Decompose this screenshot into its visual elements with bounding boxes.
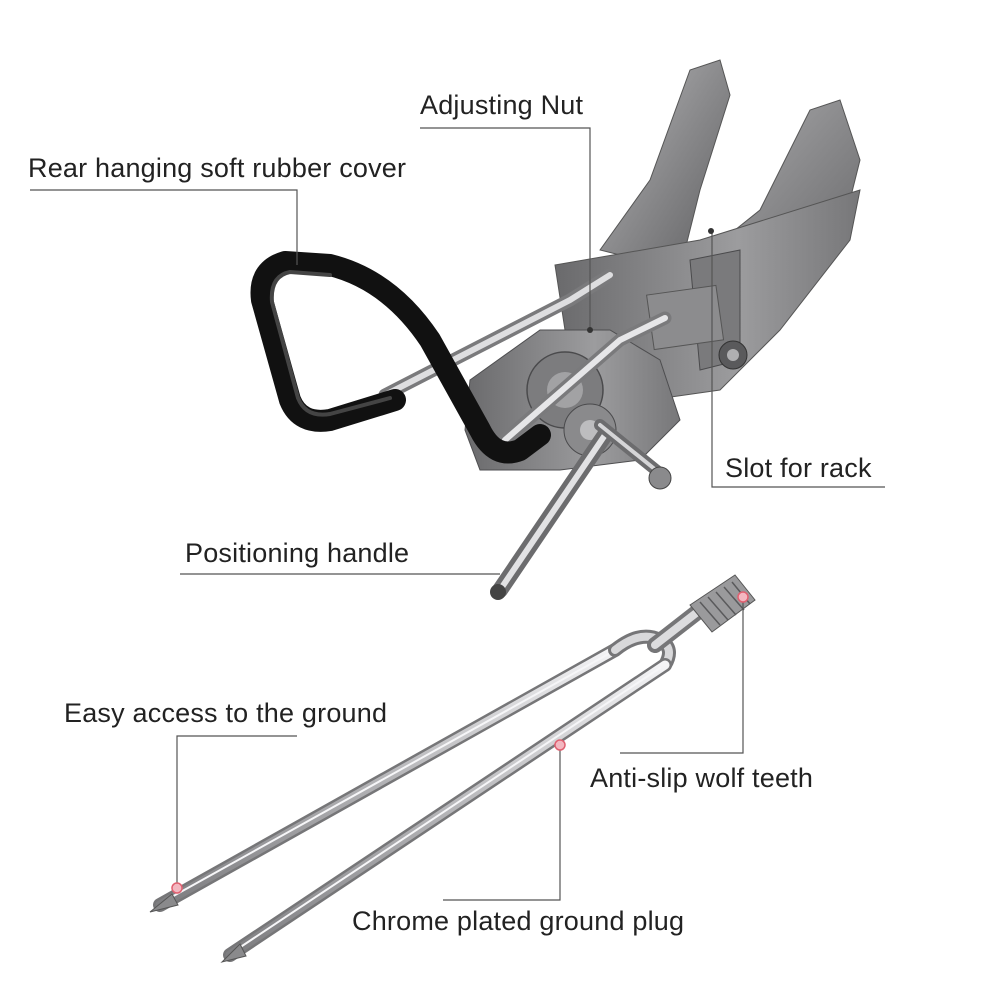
- label-wolf-teeth: Anti-slip wolf teeth: [590, 763, 814, 793]
- label-ground-access: Easy access to the ground: [64, 698, 388, 728]
- label-positioning-handle: Positioning handle: [185, 538, 410, 568]
- ground-plug: [153, 602, 708, 962]
- positioning-handle: [490, 419, 672, 600]
- point-markers: [171, 228, 749, 894]
- rear-rubber-cover: [250, 251, 551, 464]
- plug-tip-left: [149, 893, 179, 913]
- plug-tip-right: [220, 943, 247, 963]
- wolf-teeth-connector: [689, 574, 756, 633]
- label-ground-plug: Chrome plated ground plug: [352, 906, 685, 936]
- leader-lines: [30, 127, 885, 901]
- rod-holder-head: [464, 59, 861, 471]
- label-adjusting-nut: Adjusting Nut: [420, 90, 584, 120]
- label-rear-rubber-cover: Rear hanging soft rubber cover: [28, 153, 407, 183]
- label-slot-for-rack: Slot for rack: [725, 453, 872, 483]
